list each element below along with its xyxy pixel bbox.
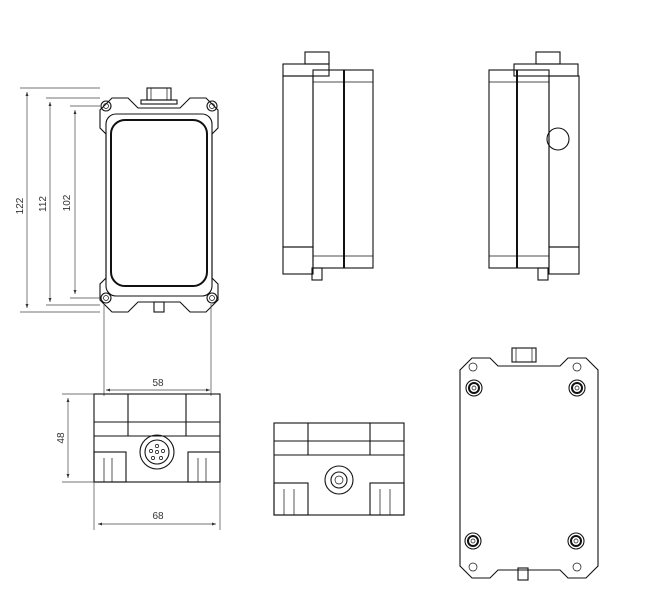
front-window	[110, 119, 208, 287]
side-view-right	[488, 51, 580, 281]
front-body-outline	[99, 97, 219, 313]
back-hole-tr	[568, 379, 586, 397]
mount-hole-tr	[206, 100, 218, 112]
dim-label-48: 48	[56, 432, 67, 444]
bottom-view-connector	[93, 393, 221, 483]
back-view	[459, 347, 599, 581]
top-view-vent	[273, 422, 405, 516]
dim-label-68: 68	[152, 511, 164, 522]
front-view	[99, 87, 219, 313]
dim-label-58: 58	[152, 378, 164, 389]
dim-height-inner: 102	[62, 105, 100, 299]
mount-hole-tl	[100, 100, 112, 112]
dim-width-58: 58	[106, 378, 210, 392]
back-hole-bl	[464, 532, 482, 550]
bottom-vent	[153, 301, 165, 313]
dim-label-102: 102	[62, 194, 73, 211]
mount-hole-bl	[100, 292, 112, 304]
back-hole-tl	[465, 379, 483, 397]
back-hole-br	[567, 532, 585, 550]
mount-hole-br	[206, 292, 218, 304]
dim-width-68: 68	[93, 482, 221, 530]
dim-height-outer: 122	[15, 87, 100, 313]
side-port-icon	[546, 127, 570, 151]
dim-label-112: 112	[38, 196, 49, 212]
dim-height-mid: 112	[38, 97, 100, 306]
vent-plug-icon	[324, 465, 354, 495]
top-connector	[146, 87, 172, 101]
m12-connector-icon	[139, 434, 175, 470]
dim-depth-48: 48	[56, 393, 94, 483]
dim-label-122: 122	[15, 197, 26, 214]
side-view-left	[282, 51, 374, 281]
